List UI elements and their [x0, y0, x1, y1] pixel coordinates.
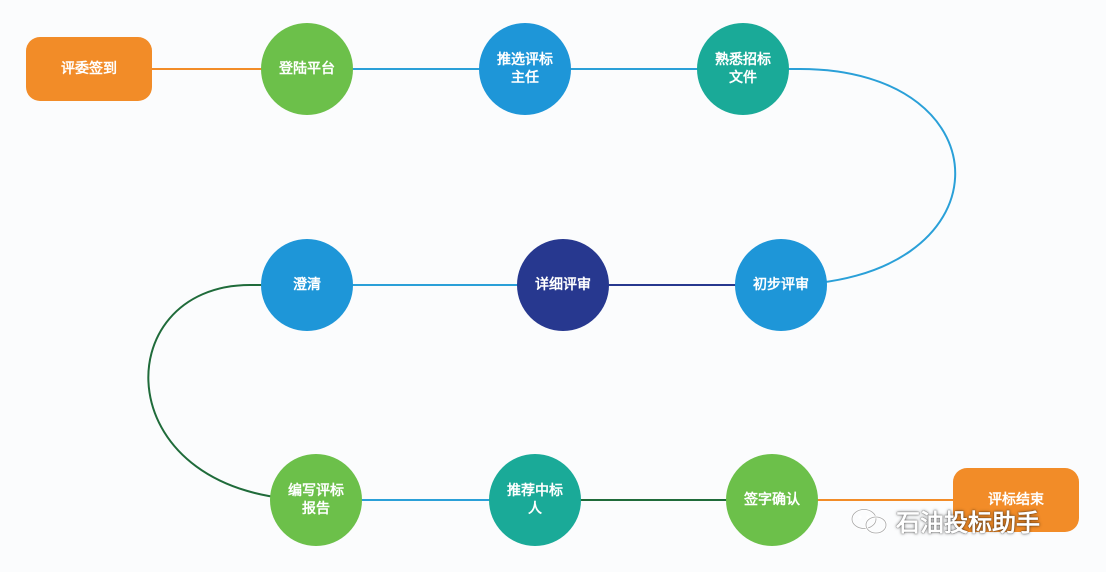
flow-node-label: 编写评标 报告	[288, 483, 344, 517]
flow-node-label: 详细评审	[535, 277, 591, 293]
flow-node-label: 澄清	[293, 277, 321, 293]
flow-node-label: 评委签到	[61, 61, 117, 77]
flow-node-label: 评标结束	[988, 492, 1044, 508]
flow-node-label: 熟悉招标 文件	[715, 52, 771, 86]
flow-node-n1: 评委签到	[26, 37, 152, 101]
flow-node-n6: 详细评审	[517, 239, 609, 331]
flow-node-n4: 熟悉招标 文件	[697, 23, 789, 115]
flow-node-label: 推荐中标 人	[507, 483, 563, 517]
watermark-text: 石油投标助手	[896, 509, 1040, 537]
flow-node-label: 登陆平台	[279, 61, 335, 77]
flow-node-n7: 澄清	[261, 239, 353, 331]
flow-node-label: 推选评标 主任	[497, 52, 553, 86]
flow-node-n2: 登陆平台	[261, 23, 353, 115]
watermark: 石油投标助手	[848, 503, 1040, 538]
flow-node-n3: 推选评标 主任	[479, 23, 571, 115]
flow-node-n10: 签字确认	[726, 454, 818, 546]
flow-node-label: 初步评审	[753, 277, 809, 293]
flow-node-n9: 推荐中标 人	[489, 454, 581, 546]
connector-n4-n5	[743, 68, 957, 286]
flow-node-n11: 评标结束	[953, 468, 1079, 532]
flow-node-n8: 编写评标 报告	[270, 454, 362, 546]
wechat-icon	[850, 507, 888, 534]
flow-node-n5: 初步评审	[735, 239, 827, 331]
flow-node-label: 签字确认	[744, 492, 800, 508]
connector-n7-n8	[147, 284, 317, 501]
